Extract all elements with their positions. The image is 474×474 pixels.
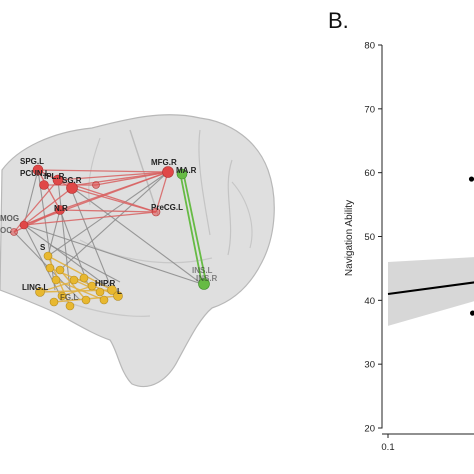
- label-ins-l: INS.L: [192, 266, 213, 275]
- data-points: [468, 176, 474, 316]
- label-oc: OC: [0, 226, 12, 235]
- regression-line: [387, 281, 474, 295]
- red-nodes: [10, 164, 174, 236]
- y-tick-label: 70: [364, 104, 375, 115]
- node-yellow: [49, 297, 59, 307]
- node-yellow: [45, 263, 55, 273]
- node-sg-r: [66, 182, 78, 194]
- brain-sulcus: [129, 129, 159, 216]
- node-yellow: [51, 275, 61, 285]
- red-edges: [13, 169, 169, 233]
- label-ma-r: MA.R: [176, 166, 197, 175]
- data-point: [470, 310, 474, 316]
- node-pcun-l: [39, 180, 49, 190]
- label-hip-r: HIP.R: [95, 279, 116, 288]
- label-spg-l: SPG.L: [20, 157, 44, 166]
- node-extra: [92, 181, 100, 189]
- green-nodes: [176, 168, 210, 290]
- yellow-nodes: [35, 251, 123, 311]
- node-yellow: [57, 291, 67, 301]
- y-tick-label: 80: [364, 41, 375, 52]
- brain-silhouette: [0, 114, 275, 388]
- label-ipl-r: IPL.R: [44, 172, 65, 181]
- label-mfg-r: MFG.R: [151, 158, 177, 167]
- y-tick-label: 60: [364, 168, 375, 179]
- fit-line-layer: [387, 281, 474, 295]
- label-ling-l: LING.L: [22, 283, 48, 292]
- node-labels: SPG.L PCUN.L IPL.R SG.R MFG.R MA.R N.R P…: [0, 157, 218, 302]
- label-mog: MOG: [0, 214, 19, 223]
- label-pcun-l: PCUN.L: [20, 169, 50, 178]
- panel-b-label: B.: [328, 8, 349, 33]
- node-ipl-r: [52, 174, 64, 186]
- label-precg-l: PreCG.L: [151, 203, 183, 212]
- node-mfg-r: [162, 166, 174, 178]
- node-yellow: [43, 251, 53, 261]
- label-n-r: N.R: [54, 204, 68, 213]
- label-fg-l: FG.L: [60, 293, 78, 302]
- y-axis-title: Navigation Ability: [344, 200, 355, 276]
- label-sg-r: SG.R: [62, 176, 82, 185]
- node-ins: [198, 278, 210, 290]
- node-yellow: [79, 273, 89, 283]
- node-spg-l: [32, 164, 44, 176]
- node-precg-l: [151, 207, 161, 217]
- y-tick-label: 20: [364, 424, 375, 435]
- brain-sulcus: [198, 129, 211, 236]
- node-yellow: [65, 301, 75, 311]
- confidence-band: [388, 257, 474, 326]
- label-s: S: [40, 243, 46, 252]
- node-mog: [19, 220, 29, 230]
- data-point: [468, 176, 474, 182]
- ci-band-layer: [388, 257, 474, 326]
- label-l: L: [117, 287, 122, 296]
- y-tick-label: 30: [364, 360, 375, 371]
- y-tick-label: 50: [364, 232, 375, 243]
- brain-sulcus: [227, 159, 233, 256]
- y-tick-label: 40: [364, 296, 375, 307]
- label-ins-r: INS.R: [196, 274, 218, 283]
- node-yellow: [35, 287, 45, 297]
- node-yellow: [81, 295, 91, 305]
- node-yellow: [113, 291, 123, 301]
- green-edges: [179, 171, 207, 285]
- x-tick-label: 0.1: [381, 442, 394, 453]
- node-yellow: [87, 281, 97, 291]
- node-oc: [10, 228, 18, 236]
- brain-sulcus: [231, 181, 253, 249]
- node-ma-r: [176, 168, 188, 180]
- node-yellow: [55, 265, 65, 275]
- panel-a-brain: SPG.L PCUN.L IPL.R SG.R MFG.R MA.R N.R P…: [0, 114, 275, 388]
- node-yellow: [95, 287, 105, 297]
- node-yellow: [99, 295, 109, 305]
- node-n-r: [55, 205, 65, 215]
- node-yellow: [107, 285, 117, 295]
- node-yellow: [69, 275, 79, 285]
